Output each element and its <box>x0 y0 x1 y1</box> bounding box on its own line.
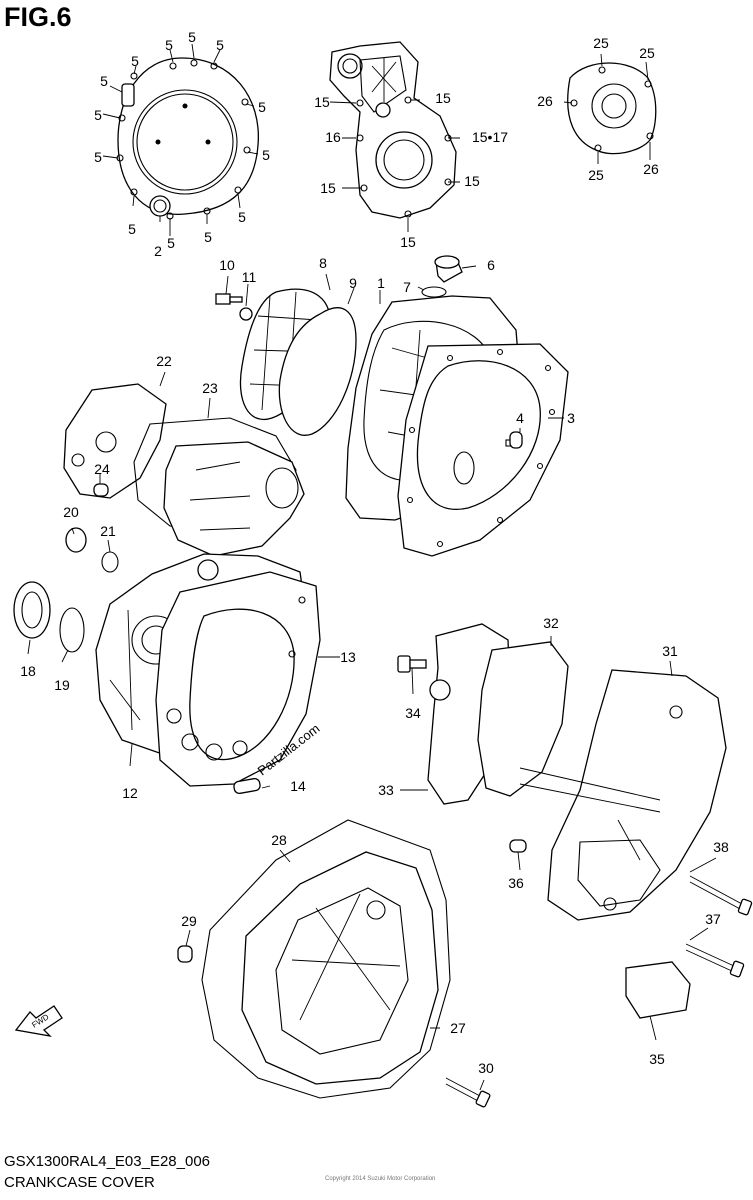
bolt-30 <box>445 1077 491 1108</box>
callout-27: 27 <box>450 1020 466 1036</box>
callout-15: 15 <box>435 90 451 106</box>
dowel-24 <box>93 483 109 497</box>
generator-cover <box>329 41 457 219</box>
callout-10: 10 <box>219 257 235 273</box>
callout-34: 34 <box>405 705 421 721</box>
callout-26: 26 <box>643 161 659 177</box>
callout-18: 18 <box>20 663 36 679</box>
callout-29: 29 <box>181 913 197 929</box>
callout-4: 4 <box>516 410 524 426</box>
oil-filler-cap <box>421 255 463 298</box>
callout-14: 14 <box>290 778 306 794</box>
cover-8-9 <box>239 288 357 436</box>
callout-5: 5 <box>100 73 108 89</box>
copyright-fineprint: Copyright 2014 Suzuki Motor Corporation <box>325 1176 436 1182</box>
gasket-13 <box>155 571 321 795</box>
callout-15: 15 <box>400 234 416 250</box>
callout-25: 25 <box>593 35 609 51</box>
seal-18-19 <box>13 581 85 653</box>
callout-15: 15 <box>464 173 480 189</box>
callout-5: 5 <box>131 53 139 69</box>
callout-5: 5 <box>216 37 224 53</box>
callout-16: 16 <box>325 129 341 145</box>
gasket-3 <box>397 343 569 557</box>
callout-9: 9 <box>349 275 357 291</box>
dowel-36 <box>509 839 527 853</box>
leader-lines <box>27 43 717 1091</box>
callout-37: 37 <box>705 911 721 927</box>
callout-15-17: 15•17 <box>472 129 508 145</box>
callout-24: 24 <box>94 461 110 477</box>
clutch-cover <box>116 57 259 220</box>
callout-7: 7 <box>403 279 411 295</box>
small-cover <box>567 62 657 155</box>
callout-5: 5 <box>238 209 246 225</box>
callout-25: 25 <box>639 45 655 61</box>
callout-3: 3 <box>567 410 575 426</box>
callout-31: 31 <box>662 643 678 659</box>
gasket-28 <box>201 819 451 1099</box>
cover-31 <box>519 669 727 921</box>
callout-11: 11 <box>242 269 257 285</box>
callout-12: 12 <box>122 785 138 801</box>
callout-33: 33 <box>378 782 394 798</box>
callout-36: 36 <box>508 875 524 891</box>
callout-5: 5 <box>94 149 102 165</box>
callout-5: 5 <box>167 235 175 251</box>
callout-2: 2 <box>154 243 162 259</box>
callout-21: 21 <box>100 523 116 539</box>
callout-28: 28 <box>271 832 287 848</box>
cover-27 <box>241 851 439 1085</box>
callout-1: 1 <box>377 275 385 291</box>
bolts-37-38 <box>685 875 753 978</box>
diagram-caption: CRANKCASE COVER <box>4 1174 155 1191</box>
model-code: GSX1300RAL4_E03_E28_006 <box>4 1153 211 1170</box>
water-pump-body <box>163 441 305 557</box>
callout-38: 38 <box>713 839 729 855</box>
callout-8: 8 <box>319 255 327 271</box>
callout-25: 25 <box>588 167 604 183</box>
bolt-10-11 <box>215 293 253 321</box>
callout-5: 5 <box>204 229 212 245</box>
exploded-view-drawing: Partzilla.com <box>13 29 753 1108</box>
callout-6: 6 <box>487 257 495 273</box>
callout-5: 5 <box>128 221 136 237</box>
figure-title: FIG.6 <box>4 2 72 32</box>
callout-13: 13 <box>340 649 356 665</box>
callout-35: 35 <box>649 1051 665 1067</box>
dowel-29 <box>177 945 193 963</box>
cover-22 <box>63 383 167 499</box>
callout-30: 30 <box>478 1060 494 1076</box>
callout-5: 5 <box>94 107 102 123</box>
callout-20: 20 <box>63 504 79 520</box>
fwd-arrow-icon: FWD <box>14 1005 63 1037</box>
callout-22: 22 <box>156 353 172 369</box>
callout-15: 15 <box>320 180 336 196</box>
callout-5: 5 <box>258 99 266 115</box>
cover-32 <box>477 641 569 797</box>
callout-26: 26 <box>537 93 553 109</box>
callout-5: 5 <box>188 29 196 45</box>
callout-15: 15 <box>314 94 330 110</box>
callout-32: 32 <box>543 615 559 631</box>
callout-5: 5 <box>262 147 270 163</box>
callout-5: 5 <box>165 37 173 53</box>
callout-23: 23 <box>202 380 218 396</box>
cover-35 <box>625 961 691 1019</box>
bolt-34 <box>397 655 427 673</box>
callout-19: 19 <box>54 677 70 693</box>
callout-labels: 5 5 5 5 5 5 5 5 5 5 5 5 5 2 15 15 16 15•… <box>20 29 729 1076</box>
